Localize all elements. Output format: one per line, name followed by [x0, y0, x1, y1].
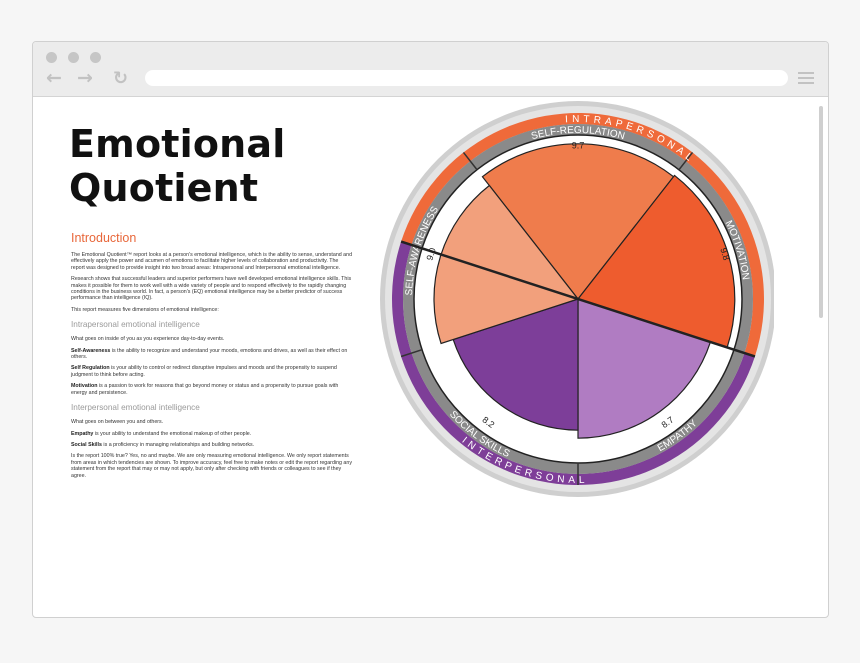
hamburger-menu-icon[interactable]: [798, 72, 814, 87]
title-line-2: Quotient: [69, 166, 259, 210]
self-regulation-definition: Self Regulation is your ability to contr…: [71, 365, 337, 378]
arrow-right-icon[interactable]: →: [77, 67, 93, 89]
window-close-dot[interactable]: [46, 52, 57, 63]
motivation-definition: Motivation is a passion to work for reas…: [71, 383, 339, 396]
segment-self-regulation: [481, 143, 675, 300]
interpersonal-intro: What goes on between you and others.: [71, 419, 164, 426]
segment-divider: [462, 151, 478, 171]
window-minimize-dot[interactable]: [68, 52, 79, 63]
empathy-term: Empathy: [71, 430, 94, 437]
value-label: 9.7: [572, 140, 585, 150]
arrow-left-icon[interactable]: ←: [46, 67, 62, 89]
intro-paragraph-1: The Emotional Quotient™ report looks at …: [71, 252, 353, 271]
interpersonal-heading: Interpersonal emotional intelligence: [71, 403, 200, 413]
motivation-term: Motivation: [71, 383, 98, 390]
self-regulation-term: Self Regulation: [71, 365, 110, 372]
page-title: Emotional Quotient: [69, 122, 285, 210]
intro-heading: Introduction: [71, 231, 137, 245]
social-skills-term: Social Skills: [71, 441, 102, 448]
self-awareness-term: Self-Awareness: [71, 347, 111, 354]
title-line-1: Emotional: [69, 122, 286, 166]
eq-wheel-group: 9.7SELF-REGULATION9.8MOTIVATION8.7EMPATH…: [380, 101, 774, 497]
social-skills-definition: Social Skills is a proficiency in managi…: [71, 441, 255, 448]
value-label: 9.8: [718, 247, 731, 262]
segment-divider: [678, 151, 694, 171]
eq-wheel-svg: 9.7SELF-REGULATION9.8MOTIVATION8.7EMPATH…: [380, 101, 774, 497]
intrapersonal-heading: Intrapersonal emotional intelligence: [71, 320, 200, 330]
segment-divider: [400, 348, 423, 358]
intrapersonal-intro: What goes on inside of you as you experi…: [71, 336, 225, 343]
segment-empathy: [577, 298, 712, 439]
self-awareness-definition: Self-Awareness is the ability to recogni…: [71, 347, 348, 361]
address-bar[interactable]: [145, 70, 788, 86]
group-divider: [400, 240, 756, 358]
reload-icon[interactable]: ↻: [113, 68, 129, 89]
intro-paragraph-2: Research shows that successful leaders a…: [71, 276, 352, 302]
segment-social-skills: [452, 298, 579, 431]
window-maximize-dot[interactable]: [90, 52, 101, 63]
segment-self-awareness: [433, 184, 580, 345]
segment-motivation: [576, 174, 736, 349]
report-text: Introduction The Emotional Quotient™ rep…: [71, 231, 353, 484]
empathy-definition: Empathy is your ability to understand th…: [71, 430, 252, 437]
page-scrollbar[interactable]: [819, 106, 823, 318]
closing-paragraph: Is the report 100% true? Yes, no and may…: [71, 453, 352, 479]
browser-toolbar: ← → ↻: [33, 42, 828, 97]
intro-paragraph-3: This report measures five dimensions of …: [71, 306, 219, 313]
